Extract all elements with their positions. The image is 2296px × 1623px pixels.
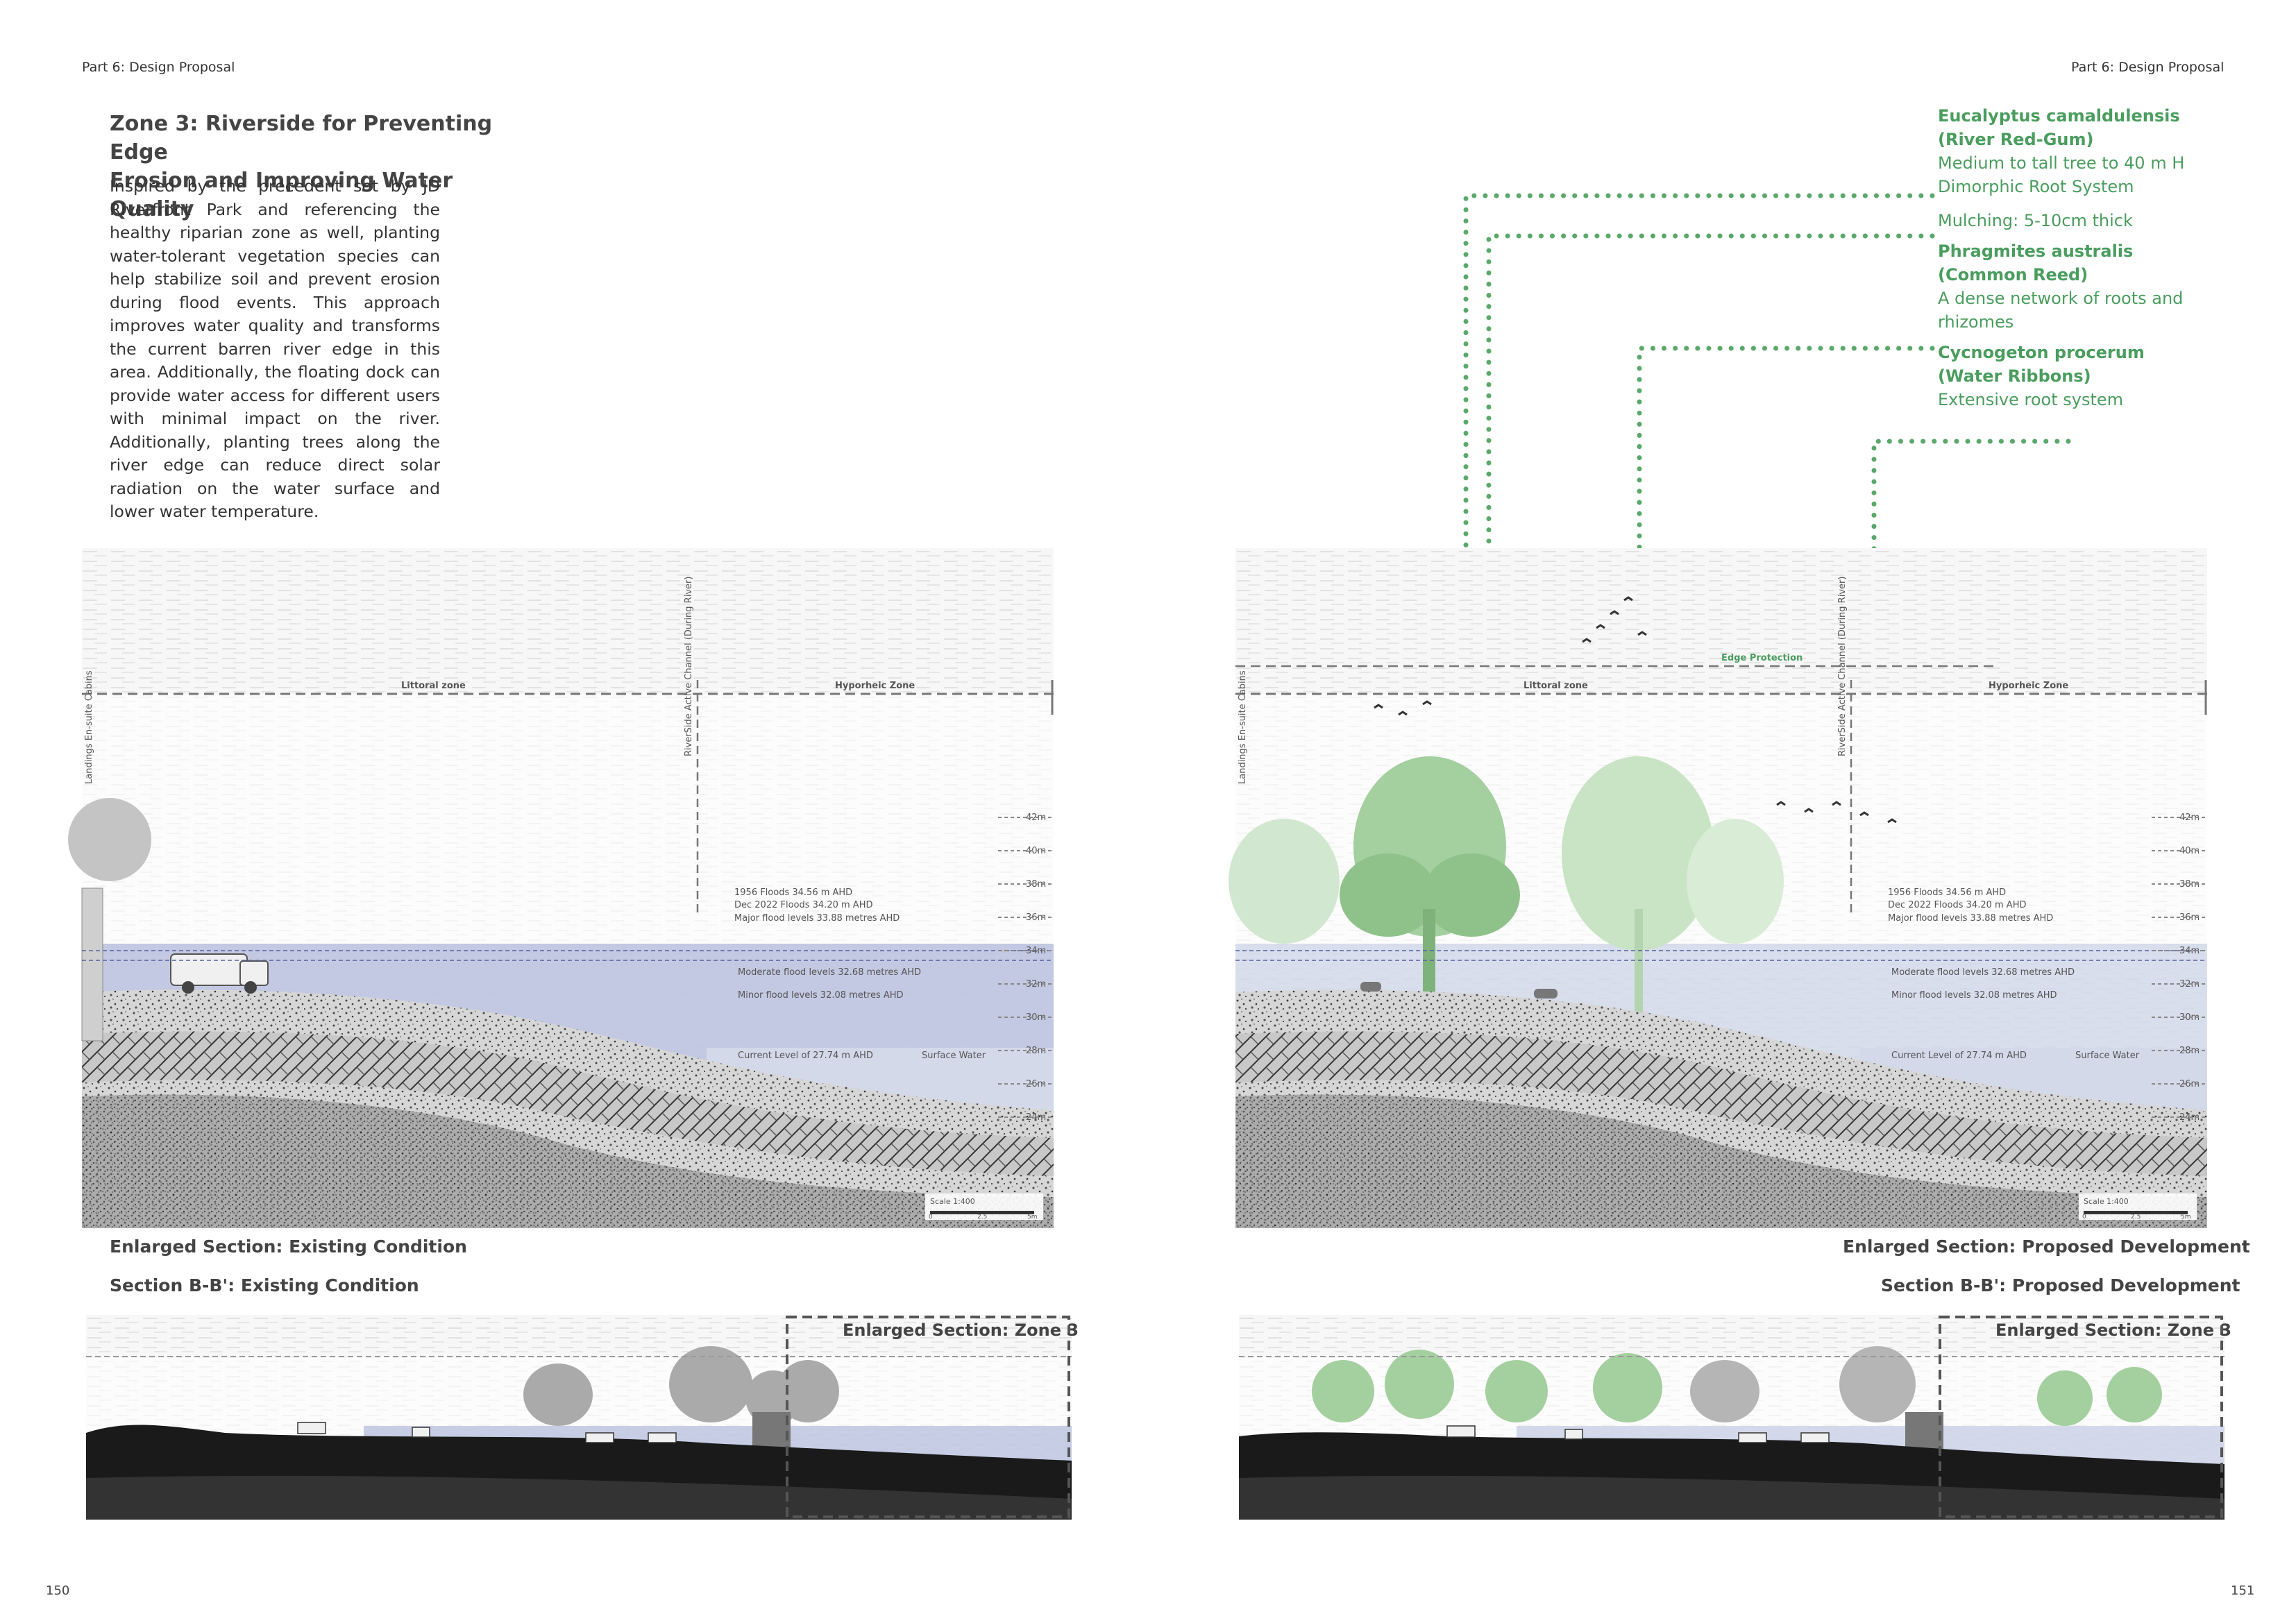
enlarged-caption-existing: Enlarged Section: Existing Condition: [110, 1237, 467, 1257]
svg-text:Scale 1:400: Scale 1:400: [930, 1197, 975, 1206]
zone-littoral-label: Littoral zone: [1523, 681, 1588, 691]
full-section-existing: Enlarged Section: Zone 3: [86, 1315, 1079, 1520]
flood-major-label: Major flood levels 33.88 metres AHD: [734, 913, 900, 924]
riverside-vertical-label: RiverSide Active Channel (During River): [1837, 577, 1848, 756]
page-header-left: Part 6: Design Proposal: [82, 60, 235, 75]
page-header-right: Part 6: Design Proposal: [2071, 60, 2225, 75]
current-level-label: Current Level of 27.74 m AHD: [738, 1051, 873, 1061]
svg-text:2.5: 2.5: [977, 1214, 987, 1221]
intro-paragraph: Inspired by the precedent set by JD Rive…: [110, 176, 440, 521]
zone-hyporheic-label: Hyporheic Zone: [835, 681, 915, 691]
section-caption-existing: Section B-B': Existing Condition: [110, 1275, 419, 1295]
svg-text:Moderate flood levels 32.68 me: Moderate flood levels 32.68 metres AHD: [1891, 967, 2075, 978]
full-section-proposed: Enlarged Section: Zone 3: [1239, 1315, 2231, 1520]
page-number-right: 151: [2231, 1583, 2255, 1598]
existing-section-diagram: Littoral zone Hyporheic Zone Landings En…: [68, 548, 1054, 1228]
left-vertical-label: Landings En-suite Cabins: [84, 670, 94, 784]
zone-title: Zone 3: Riverside for Preventing Edge Er…: [110, 112, 493, 221]
proposed-section-diagram: Edge Protection Littoral zone Hyporheic …: [1229, 548, 2207, 1228]
svg-text:Major flood levels 33.88 metre: Major flood levels 33.88 metres AHD: [1888, 913, 2053, 924]
flood-2022-label: Dec 2022 Floods 34.20 m AHD: [734, 900, 872, 910]
flood-1956-label: 1956 Floods 34.56 m AHD: [734, 887, 852, 898]
svg-text:Current Level of 27.74 m AHD: Current Level of 27.74 m AHD: [1891, 1051, 2027, 1061]
enlarged-caption-proposed: Enlarged Section: Proposed Development: [1843, 1237, 2250, 1257]
left-vertical-label: Landings En-suite Cabins: [1238, 670, 1248, 784]
birds-icon: [1374, 596, 1897, 824]
edge-protection-label: Edge Protection: [1721, 653, 1803, 663]
svg-text:Minor flood levels 32.08 metre: Minor flood levels 32.08 metres AHD: [1891, 990, 2057, 1001]
surface-water-label: Surface Water: [922, 1051, 986, 1061]
animals-icon: [1360, 982, 1558, 999]
plant-phragmites: Phragmites australis (Common Reed) A den…: [1938, 241, 2184, 332]
camper-van-icon: [170, 953, 269, 994]
svg-text:2.5: 2.5: [2131, 1214, 2141, 1221]
svg-text:Dec 2022 Floods 34.20 m AHD: Dec 2022 Floods 34.20 m AHD: [1888, 900, 2026, 910]
inset-label-existing: Enlarged Section: Zone 3: [843, 1320, 1079, 1340]
svg-text:Scale 1:400: Scale 1:400: [2084, 1197, 2129, 1206]
page-number-left: 150: [46, 1583, 70, 1598]
plant-eucalyptus: Eucalyptus camaldulensis (River Red-Gum)…: [1938, 106, 2185, 230]
zone-hyporheic-label: Hyporheic Zone: [1989, 681, 2068, 691]
section-caption-proposed: Section B-B': Proposed Development: [1881, 1275, 2240, 1295]
riverside-vertical-label: RiverSide Active Channel (During River): [684, 577, 694, 756]
plant-cycnogeton: Cycnogeton procerum (Water Ribbons) Exte…: [1938, 343, 2145, 409]
zone-littoral-label: Littoral zone: [401, 681, 466, 691]
eucalyptus-tree-icon: [1229, 756, 1784, 1013]
plant-list: Eucalyptus camaldulensis (River Red-Gum)…: [1938, 104, 2243, 418]
inset-label-proposed: Enlarged Section: Zone 3: [1995, 1320, 2231, 1340]
svg-text:0: 0: [929, 1214, 933, 1221]
flood-moderate-label: Moderate flood levels 32.68 metres AHD: [738, 967, 921, 978]
svg-text:Surface Water: Surface Water: [2075, 1051, 2140, 1061]
svg-text:1956 Floods 34.56 m AHD: 1956 Floods 34.56 m AHD: [1888, 887, 2006, 898]
svg-text:5m: 5m: [1027, 1214, 1038, 1221]
svg-text:0: 0: [2082, 1214, 2086, 1221]
svg-text:5m: 5m: [2181, 1214, 2191, 1221]
flood-minor-label: Minor flood levels 32.08 metres AHD: [738, 990, 904, 1001]
